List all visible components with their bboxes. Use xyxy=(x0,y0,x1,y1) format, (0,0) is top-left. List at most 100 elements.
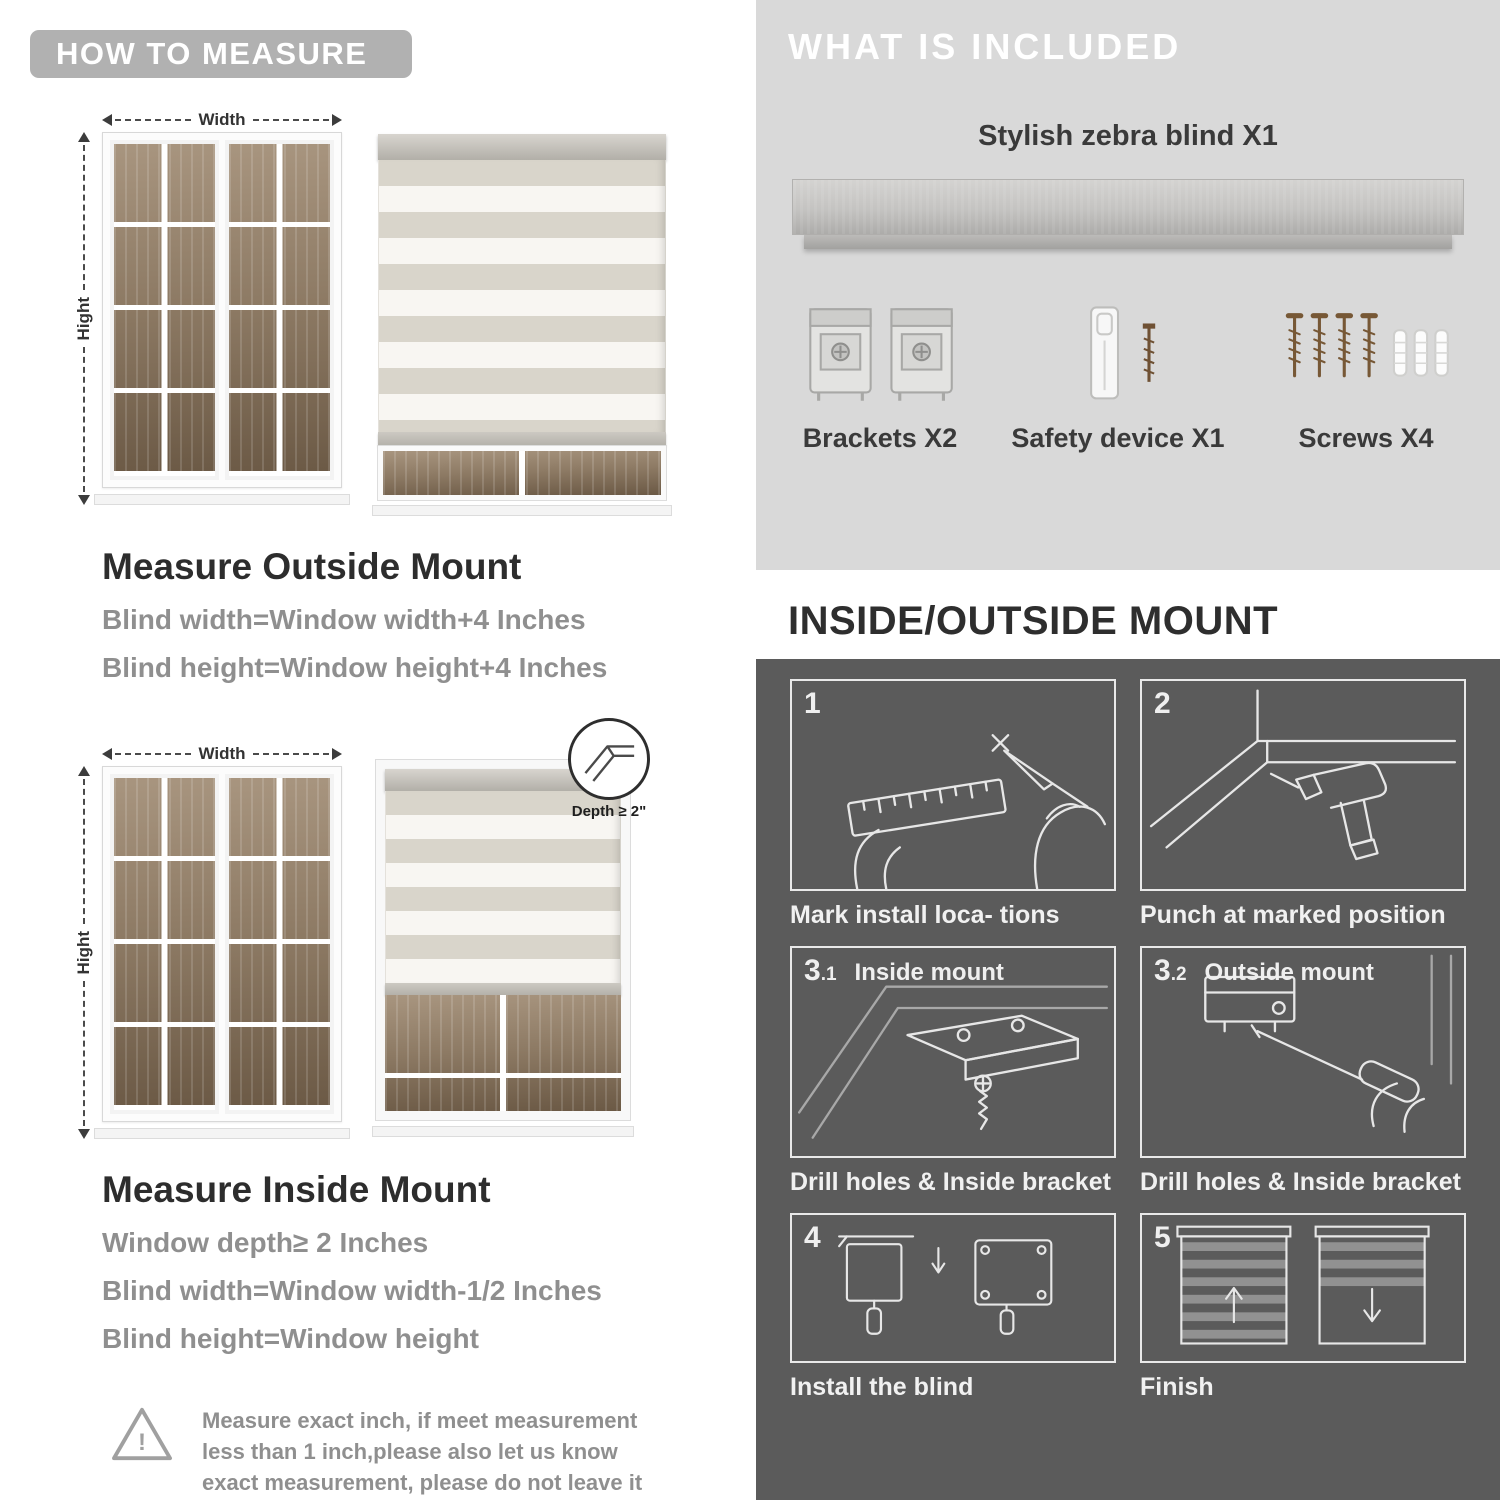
step-card-3-1: 3.1 Inside mount xyxy=(790,946,1116,1197)
dashed-line xyxy=(115,753,192,755)
step-number: 3.2 Outside mount xyxy=(1154,954,1374,988)
step-2-illustration xyxy=(1149,689,1457,861)
step-number: 4 xyxy=(804,1221,839,1255)
frame-corner-icon xyxy=(584,745,635,782)
depth-label: Depth ≥ 2" xyxy=(571,803,647,820)
step-number: 1 xyxy=(804,687,839,721)
step-2-box: 2 xyxy=(1140,679,1466,891)
step-4-box: 4 xyxy=(790,1213,1116,1363)
arrowhead-down-icon xyxy=(78,495,90,505)
height-dimension-arrow: Hight xyxy=(74,132,102,505)
window-sill xyxy=(372,1126,634,1137)
height-label: Hight xyxy=(74,296,93,341)
dashed-line xyxy=(83,779,85,924)
included-items: Brackets X2 Safety device X1 xyxy=(788,303,1468,454)
window-sill xyxy=(94,1128,350,1139)
brackets-icon xyxy=(809,308,953,401)
step-number: 2 xyxy=(1154,687,1189,721)
how-to-measure-section: HOW TO MEASURE Width Hight xyxy=(30,30,752,1499)
step-number-sub: .2 xyxy=(1170,964,1187,985)
step-5-box: 5 xyxy=(1140,1213,1466,1363)
step-number-main: 3 xyxy=(804,954,821,987)
step-number: 3.1 Inside mount xyxy=(804,954,1004,988)
step-card-5: 5 xyxy=(1140,1213,1466,1402)
width-label: Width xyxy=(198,744,246,763)
window-sash xyxy=(110,774,219,1114)
inside-mount-figure: Width Hight xyxy=(74,718,752,1139)
step-card-3-2: 3.2 Outside mount xyxy=(1140,946,1466,1197)
blind-stripes xyxy=(385,791,621,983)
dashed-line xyxy=(83,981,85,1126)
safety-device-label: Safety device X1 xyxy=(1011,423,1225,453)
window-below-blind xyxy=(377,445,667,501)
spacer xyxy=(74,742,102,766)
step-caption: Punch at marked position xyxy=(1140,901,1446,929)
dashed-line xyxy=(115,119,192,121)
spacer xyxy=(74,108,102,132)
window-illustration xyxy=(94,132,350,505)
width-dimension-arrow: Width xyxy=(102,108,342,132)
step-caption: Mark install loca- tions xyxy=(790,901,1060,929)
step-caption: Drill holes & Inside bracket xyxy=(1140,1168,1461,1196)
step-card-1: 1 xyxy=(790,679,1116,930)
inside-width-formula: Blind width=Window width-1/2 Inches xyxy=(102,1275,602,1306)
blind-bottom-rail xyxy=(385,983,621,995)
measurement-warning: ! Measure exact inch, if meet measuremen… xyxy=(110,1405,690,1499)
safety-device-icon xyxy=(1090,306,1156,400)
step-5-illustration xyxy=(1176,1225,1430,1345)
step-3-2-illustration xyxy=(1204,954,1453,1133)
height-label: Hight xyxy=(74,930,93,975)
what-is-included-section: WHAT IS INCLUDED Stylish zebra blind X1 xyxy=(756,0,1500,570)
how-to-measure-title: HOW TO MEASURE xyxy=(56,36,368,71)
inside-mount-blind-illustration xyxy=(375,759,631,1121)
step-subtitle: Outside mount xyxy=(1204,959,1374,986)
zebra-blind-label: Stylish zebra blind X1 xyxy=(978,120,1278,152)
outside-mount-title: Measure Outside Mount xyxy=(102,546,522,587)
blind-bottom-rail xyxy=(378,432,666,446)
inside-height-formula: Blind height=Window height xyxy=(102,1323,479,1354)
blind-cassette xyxy=(385,769,621,791)
inside-depth-note: Window depth≥ 2 Inches xyxy=(102,1227,429,1258)
dashed-line xyxy=(252,753,329,755)
step-number-main: 1 xyxy=(804,687,821,720)
inside-outside-mount-header: INSIDE/OUTSIDE MOUNT xyxy=(756,584,1500,659)
step-card-4: 4 xyxy=(790,1213,1116,1402)
width-dimension-arrow: Width xyxy=(102,742,342,766)
arrowhead-right-icon xyxy=(332,114,342,126)
step-number-main: 4 xyxy=(804,1221,821,1254)
arrowhead-down-icon xyxy=(78,1129,90,1139)
dashed-line xyxy=(252,119,329,121)
zebra-blind-cassette-image xyxy=(792,179,1464,249)
warning-text: Measure exact inch, if meet measurement … xyxy=(202,1408,643,1496)
included-item-screws: Screws X4 xyxy=(1278,303,1454,454)
warning-exclamation: ! xyxy=(138,1429,146,1456)
dashed-line xyxy=(83,347,85,492)
step-1-box: 1 xyxy=(790,679,1116,891)
depth-callout: Depth ≥ 2" xyxy=(554,718,664,820)
how-to-measure-header: HOW TO MEASURE xyxy=(30,30,412,78)
step-number-sub: .1 xyxy=(820,964,837,985)
window-sill xyxy=(94,494,350,505)
included-item-brackets: Brackets X2 xyxy=(802,303,958,454)
window-illustration xyxy=(94,766,350,1139)
step-number-main: 2 xyxy=(1154,687,1171,720)
depth-detail-circle-icon xyxy=(568,718,650,800)
blind-cassette xyxy=(378,134,666,160)
arrowhead-up-icon xyxy=(78,132,90,142)
step-subtitle: Inside mount xyxy=(854,959,1004,986)
window-with-dimensions: Width Hight xyxy=(74,108,350,505)
step-number: 5 xyxy=(1154,1221,1189,1255)
mount-steps-section: 1 xyxy=(756,659,1500,1500)
window-sill xyxy=(372,505,672,516)
brackets-label: Brackets X2 xyxy=(802,423,958,453)
triangle-outline-icon xyxy=(112,1407,172,1461)
cassette-body xyxy=(792,179,1464,235)
window-sash xyxy=(225,140,334,480)
arrowhead-left-icon xyxy=(102,748,112,760)
arrowhead-up-icon xyxy=(78,766,90,776)
step-caption: Drill holes & Inside bracket xyxy=(790,1168,1111,1196)
height-dimension-arrow: Hight xyxy=(74,766,102,1139)
width-label: Width xyxy=(198,110,246,129)
step-3-1-illustration xyxy=(798,985,1108,1139)
